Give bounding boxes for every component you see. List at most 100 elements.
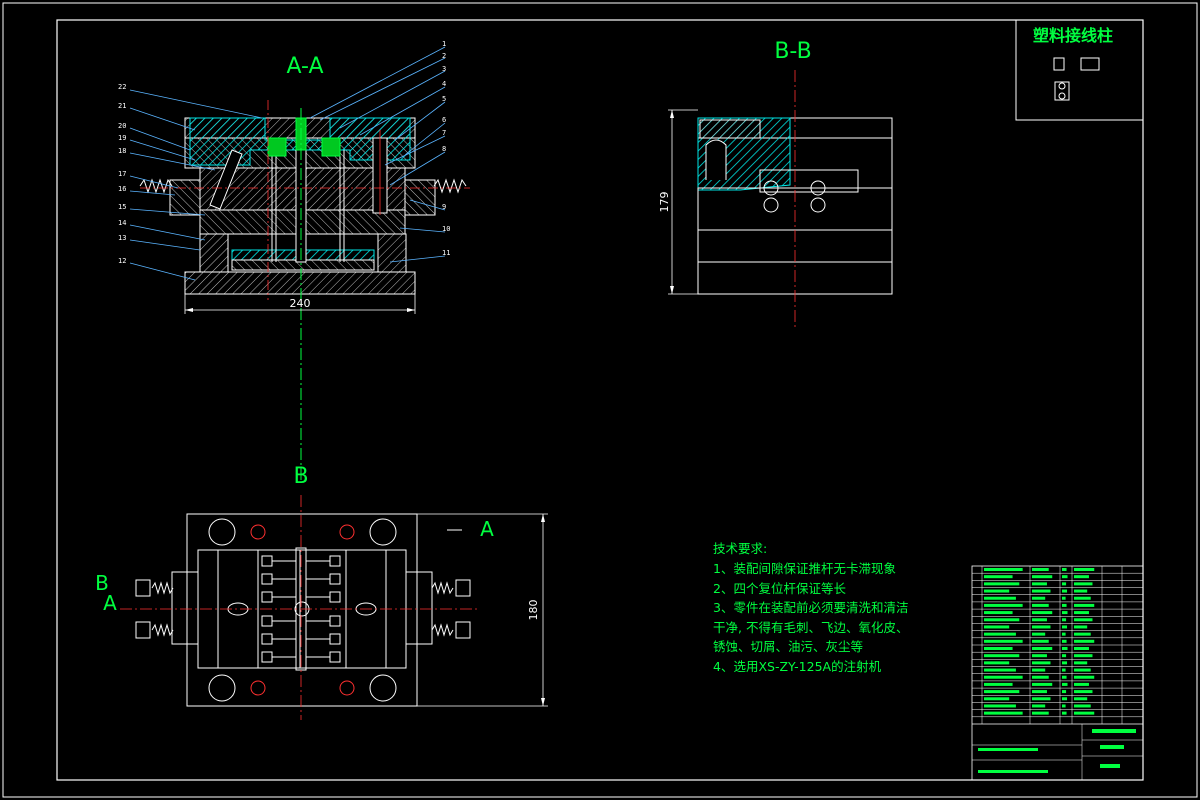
top-title-text: 塑料接线柱 xyxy=(1033,26,1113,45)
parts-list-text-mark xyxy=(1032,568,1049,571)
parts-list-text-mark xyxy=(984,711,1023,715)
parts-list-text-mark xyxy=(1062,632,1066,636)
parts-list-table xyxy=(971,565,1144,781)
part-number: 13 xyxy=(118,234,126,242)
parts-list-text-mark xyxy=(1062,618,1067,622)
parts-list-text-mark xyxy=(1074,661,1088,665)
parts-list-text-mark xyxy=(1074,668,1091,672)
parts-list-text-mark xyxy=(984,568,1023,571)
parts-list-text-mark xyxy=(984,682,1013,686)
drawing-frame xyxy=(56,19,1144,781)
parts-list-text-mark xyxy=(1062,711,1067,715)
parts-list-text-mark xyxy=(1032,697,1051,701)
technical-requirements: 技术要求: 1、装配间隙保证推杆无卡滞现象 2、四个复位杆保证等长 3、零件在装… xyxy=(713,541,908,674)
parts-list-text-mark xyxy=(1032,618,1047,622)
tech-req-heading: 技术要求: xyxy=(713,541,767,556)
section-marker-a-right: A xyxy=(480,517,494,541)
parts-list-text-mark xyxy=(1032,603,1049,607)
parts-list-text-mark xyxy=(1032,668,1046,672)
parts-list-text-mark xyxy=(1062,639,1067,643)
parts-list-text-mark xyxy=(984,639,1023,643)
parts-list-text-mark xyxy=(984,675,1023,679)
parts-list-text-mark xyxy=(1074,675,1095,679)
part-number: 10 xyxy=(442,225,450,233)
parts-list-text-mark xyxy=(1074,690,1093,694)
part-number: 8 xyxy=(442,145,446,153)
parts-list-text-mark xyxy=(984,582,1020,586)
parts-list-text-mark xyxy=(1032,647,1053,650)
parts-list-text-mark xyxy=(1074,632,1091,636)
parts-list-text-mark xyxy=(984,589,1010,593)
plan-view-label-b: B xyxy=(293,464,308,489)
parts-list-text-mark xyxy=(1062,575,1068,579)
parts-list-text-mark xyxy=(1062,603,1067,607)
part-number: 3 xyxy=(442,65,446,73)
parts-list-text-mark xyxy=(1074,603,1095,607)
parts-list-text-mark xyxy=(1032,575,1053,579)
parts-list-text-mark xyxy=(1074,582,1093,586)
parts-list-text-mark xyxy=(1074,697,1088,701)
parts-list-text-mark xyxy=(1032,704,1046,708)
part-number: 12 xyxy=(118,257,126,265)
parts-list-text-mark xyxy=(984,704,1016,708)
parts-list-text-mark xyxy=(984,618,1020,622)
parts-list-text-mark xyxy=(1032,675,1049,679)
part-number: 1 xyxy=(442,40,446,48)
parts-list-text-mark xyxy=(1062,568,1067,571)
part-number: 15 xyxy=(118,203,126,211)
parts-list-text-mark xyxy=(1062,611,1068,615)
plan-view: B A B A xyxy=(95,464,548,720)
parts-list-text-mark xyxy=(1074,618,1093,622)
parts-list-text-mark xyxy=(1032,690,1047,694)
part-number: 6 xyxy=(442,116,446,124)
parts-list-text-mark xyxy=(1062,690,1067,694)
parts-list-text-mark xyxy=(1032,596,1046,600)
parts-list-text-mark xyxy=(1074,568,1095,571)
parts-list-text-mark xyxy=(1074,639,1095,643)
parts-list-text-mark xyxy=(984,611,1013,615)
part-number: 2 xyxy=(442,52,446,60)
parts-list-text-mark xyxy=(1062,668,1066,672)
part-number: 16 xyxy=(118,185,126,193)
parts-list-text-mark xyxy=(1062,682,1068,686)
parts-list-text-mark xyxy=(1062,582,1067,586)
tech-req-line: 2、四个复位杆保证等长 xyxy=(713,581,846,596)
parts-list-text-mark xyxy=(1062,596,1066,600)
section-marker-b-left: B xyxy=(95,571,109,595)
tech-req-line: 锈蚀、切屑、油污、灰尘等 xyxy=(713,639,863,654)
parts-list-text-mark xyxy=(984,596,1016,600)
parts-list-text-mark xyxy=(1074,711,1095,715)
tech-req-line: 干净, 不得有毛刺、飞边、氧化皮、 xyxy=(713,620,908,635)
part-number: 20 xyxy=(118,122,126,130)
parts-list-text-mark xyxy=(1062,697,1068,701)
parts-list-text-mark xyxy=(1062,661,1068,665)
parts-list-text-mark xyxy=(1032,582,1047,586)
section-view-aa: A-A xyxy=(118,40,470,480)
section-bb-label: B-B xyxy=(774,39,811,64)
parts-list-text-mark xyxy=(984,661,1010,665)
part-number: 5 xyxy=(442,95,446,103)
section-marker-a-left: A xyxy=(103,591,117,615)
parts-list-text-mark xyxy=(1074,611,1089,615)
tech-req-line: 3、零件在装配前必须要清洗和清洁 xyxy=(713,600,908,615)
part-number: 22 xyxy=(118,83,126,91)
parts-list-text-mark xyxy=(1074,596,1091,600)
parts-list-text-mark xyxy=(1032,625,1051,629)
parts-list-text-mark xyxy=(1032,632,1046,636)
part-number: 4 xyxy=(442,80,446,88)
dimension-179: 179 xyxy=(658,192,671,213)
parts-list-text-mark xyxy=(1074,589,1088,593)
top-title-box: 塑料接线柱 xyxy=(1015,19,1144,121)
parts-list-text-mark xyxy=(1074,654,1093,658)
tech-req-line: 1、装配间隙保证推杆无卡滞现象 xyxy=(713,561,896,576)
parts-list-text-mark xyxy=(1032,661,1051,665)
parts-list-text-mark xyxy=(1062,589,1068,593)
parts-list-text-mark xyxy=(984,625,1010,629)
parts-list-text-mark xyxy=(984,654,1020,658)
parts-list-text-mark xyxy=(984,647,1013,650)
parts-list-text-mark xyxy=(984,575,1013,579)
part-number: 7 xyxy=(442,129,446,137)
parts-list-text-mark xyxy=(1062,625,1068,629)
